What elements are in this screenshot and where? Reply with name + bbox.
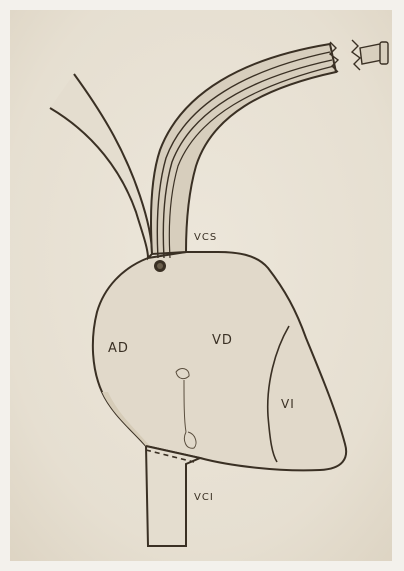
label-vci: VCI: [194, 492, 214, 503]
label-vd: VD: [212, 333, 233, 348]
label-ad: AD: [108, 341, 129, 356]
label-vcs: VCS: [194, 232, 217, 243]
label-vi: VI: [281, 397, 295, 411]
